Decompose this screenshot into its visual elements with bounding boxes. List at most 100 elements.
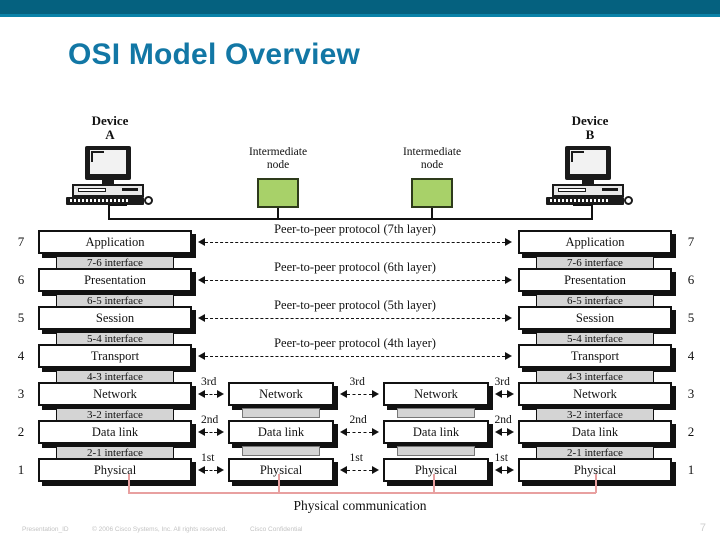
device-a-layer-number-6: 6 (17, 272, 25, 287)
intermediate-node-1-label-line2: node (266, 159, 290, 171)
peer-protocol-4-dashed-line (205, 356, 505, 357)
device-b-layer-box-network: Network (518, 382, 672, 406)
intermediate-node-1-interface-box-2 (242, 446, 320, 456)
page-title: OSI Model Overview (68, 38, 361, 71)
peer-protocol-5-arrowhead-right (505, 314, 512, 322)
intermediate-node-1-label-line1: Intermediate (248, 146, 308, 158)
device-a-label-line1: Device (91, 113, 129, 128)
intermediate-node-2-stem (431, 208, 433, 220)
intermediate-node-2-interface-box-1 (397, 408, 475, 418)
hop-second-segment-2-arrowhead-left (340, 428, 347, 436)
hop-second-segment-2-arrowhead-right (372, 428, 379, 436)
intermediate-node-2-label-line1: Intermediate (402, 146, 462, 158)
hop-third-segment-1-arrowhead-right (217, 390, 224, 398)
hop-third-segment-2-dashed-line (347, 394, 372, 395)
peer-protocol-6-dashed-line (205, 280, 505, 281)
device-b-label-line1: Device (571, 113, 609, 128)
hop-third-segment-2-arrowhead-right (372, 390, 379, 398)
hop-first-segment-2-dashed-line (347, 470, 372, 471)
top-accent-bar-secondary (0, 14, 720, 17)
peer-protocol-6-arrowhead-right (505, 276, 512, 284)
device-a-layer-number-3: 3 (17, 386, 25, 401)
osi-model-diagram: Device A Device B Intermediate node Inte… (0, 108, 720, 518)
device-a-layer-number-1: 1 (17, 462, 25, 477)
device-a-label-line2: A (105, 127, 115, 142)
device-a-layer-box-session: Session (38, 306, 192, 330)
device-a-layer-number-4: 4 (17, 348, 25, 363)
device-a-layer-number-5: 5 (17, 310, 25, 325)
hop-label-second-2: 2nd (349, 414, 367, 426)
intermediate-node-2-interface-box-2 (397, 446, 475, 456)
hop-label-second-3: 2nd (494, 414, 512, 426)
hop-first-segment-3-arrowhead-left (495, 466, 502, 474)
hop-label-third-3: 3rd (494, 376, 510, 388)
device-a-interface-box-5-4: 5-4 interface (56, 332, 174, 346)
device-b-interface-box-6-5: 6-5 interface (536, 294, 654, 308)
hop-second-segment-1-arrowhead-right (217, 428, 224, 436)
top-accent-bar (0, 0, 720, 14)
intermediate-node-1-stem (277, 208, 279, 220)
footer-copyright: © 2006 Cisco Systems, Inc. All rights re… (92, 526, 228, 533)
device-a-layer-box-presentation: Presentation (38, 268, 192, 292)
physical-communication-label: Physical communication (293, 498, 427, 513)
device-a-interface-box-4-3: 4-3 interface (56, 370, 174, 384)
device-a-computer-icon (64, 146, 156, 205)
hop-first-segment-2-arrowhead-left (340, 466, 347, 474)
footer-confidential: Cisco Confidential (250, 526, 303, 533)
peer-protocol-7-arrowhead-left (198, 238, 205, 246)
hop-label-third-1: 3rd (201, 376, 217, 388)
hop-label-first-1: 1st (201, 452, 215, 464)
hop-second-segment-3-dashed-line (502, 432, 507, 433)
peer-protocol-label-7: Peer-to-peer protocol (7th layer) (274, 222, 436, 236)
intermediate-node-1-label: Intermediate node (213, 146, 343, 172)
top-bracket-tick-left (108, 204, 110, 220)
hop-second-segment-3-arrowhead-left (495, 428, 502, 436)
intermediate-node-2-layer-box-physical: Physical (383, 458, 489, 482)
hop-label-third-2: 3rd (349, 376, 365, 388)
device-a-layer-number-7: 7 (17, 234, 25, 249)
footer-presentation-id: Presentation_ID (22, 526, 69, 533)
physical-communication-line (128, 492, 596, 494)
intermediate-node-2-label: Intermediate node (367, 146, 497, 172)
peer-protocol-label-5: Peer-to-peer protocol (5th layer) (274, 298, 436, 312)
hop-second-segment-2-dashed-line (347, 432, 372, 433)
device-b-layer-number-7: 7 (687, 234, 695, 249)
hop-first-segment-1-dashed-line (205, 470, 217, 471)
hop-second-segment-1-dashed-line (205, 432, 217, 433)
device-b-drop (573, 204, 591, 206)
physical-tick-3 (433, 474, 435, 493)
intermediate-node-1-layer-box-physical: Physical (228, 458, 334, 482)
device-b-layer-box-session: Session (518, 306, 672, 330)
peer-protocol-4-arrowhead-left (198, 352, 205, 360)
intermediate-node-2-box (411, 178, 453, 208)
intermediate-node-1-interface-box-1 (242, 408, 320, 418)
peer-protocol-5-arrowhead-left (198, 314, 205, 322)
peer-protocol-5-dashed-line (205, 318, 505, 319)
device-a-label: Device A (64, 114, 156, 142)
hop-label-second-1: 2nd (201, 414, 219, 426)
device-a-layer-number-2: 2 (17, 424, 25, 439)
hop-third-segment-1-dashed-line (205, 394, 217, 395)
device-a-layer-box-data-link: Data link (38, 420, 192, 444)
device-a-layer-box-transport: Transport (38, 344, 192, 368)
hop-third-segment-3-arrowhead-right (507, 390, 514, 398)
device-a-layer-box-network: Network (38, 382, 192, 406)
device-a-drop (109, 204, 127, 206)
top-bracket-line (108, 218, 593, 220)
page-number: 7 (699, 522, 706, 534)
hop-third-segment-1-arrowhead-left (198, 390, 205, 398)
device-b-layer-number-4: 4 (687, 348, 695, 363)
hop-first-segment-3-arrowhead-right (507, 466, 514, 474)
device-b-computer-icon (544, 146, 636, 205)
hop-second-segment-3-arrowhead-right (507, 428, 514, 436)
device-b-layer-number-5: 5 (687, 310, 695, 325)
peer-protocol-7-dashed-line (205, 242, 505, 243)
physical-tick-2 (278, 474, 280, 493)
peer-protocol-6-arrowhead-left (198, 276, 205, 284)
device-b-layer-box-data-link: Data link (518, 420, 672, 444)
hop-third-segment-3-arrowhead-left (495, 390, 502, 398)
device-b-layer-box-presentation: Presentation (518, 268, 672, 292)
hop-second-segment-1-arrowhead-left (198, 428, 205, 436)
device-b-layer-number-6: 6 (687, 272, 695, 287)
